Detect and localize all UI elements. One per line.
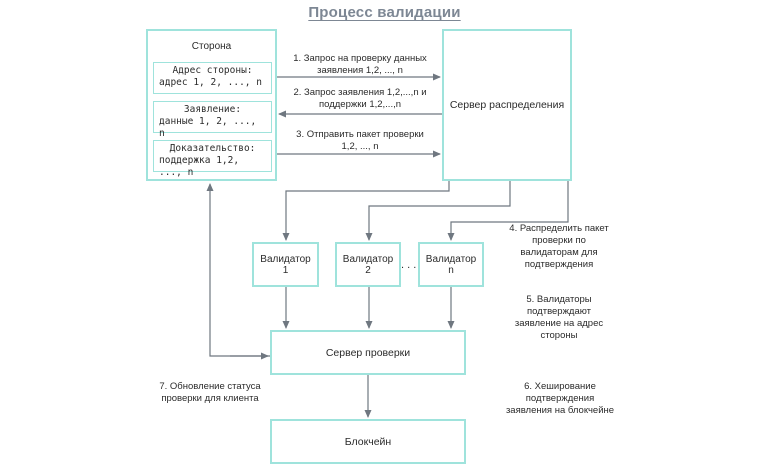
step-1-line-1: 1. Запрос на проверку данных bbox=[293, 53, 427, 64]
step-5-line-3: заявление на адрес bbox=[514, 318, 604, 329]
step-2-line-1: 2. Запрос заявления 1,2,...,n и bbox=[293, 87, 427, 98]
step-4-line-1: 4. Распределить пакет bbox=[509, 223, 609, 234]
validator-n-number: n bbox=[448, 264, 454, 276]
verification-server-box: Сервер проверки bbox=[270, 330, 466, 375]
step-2-label: 2. Запрос заявления 1,2,...,n и поддержк… bbox=[278, 87, 442, 111]
validator-n-label: Валидатор bbox=[425, 253, 477, 265]
validator-2-number: 2 bbox=[365, 264, 371, 276]
step-7-label: 7. Обновление статуса проверки для клиен… bbox=[140, 381, 280, 405]
step-4-line-4: подтверждения bbox=[524, 259, 594, 270]
party-title: Сторона bbox=[191, 41, 232, 52]
step-3-line-2: 1,2, ..., n bbox=[341, 141, 379, 152]
step-4-line-2: проверки по bbox=[532, 235, 586, 246]
party-address-value: адрес 1, 2, ..., n bbox=[159, 77, 262, 88]
step-1-line-2: заявления 1,2, ..., n bbox=[317, 65, 403, 76]
validator-1-box: Валидатор 1 bbox=[252, 242, 319, 287]
step-6-label: 6. Хеширование подтверждения заявления н… bbox=[482, 381, 638, 417]
step-5-line-2: подтверждают bbox=[526, 306, 592, 317]
verification-server-label: Сервер проверки bbox=[325, 346, 411, 359]
step-5-label: 5. Валидаторы подтверждают заявление на … bbox=[490, 294, 628, 342]
step-3-line-1: 3. Отправить пакет проверки bbox=[296, 129, 424, 140]
party-proof-label: Доказательство: bbox=[169, 143, 256, 154]
step-4-line-3: валидаторам для bbox=[520, 247, 598, 258]
step-4-label: 4. Распределить пакет проверки по валида… bbox=[490, 223, 628, 271]
party-statement-label: Заявление: bbox=[183, 104, 242, 115]
distribution-server-label: Сервер распределения bbox=[449, 99, 565, 111]
party-proof-field: Доказательство: поддержка 1,2, ..., n bbox=[153, 140, 272, 178]
step-7-line-1: 7. Обновление статуса bbox=[159, 381, 261, 392]
party-statement-value: данные 1, 2, ..., n bbox=[159, 116, 257, 139]
step-6-line-2: подтверждения bbox=[525, 393, 595, 404]
step-1-label: 1. Запрос на проверку данных заявления 1… bbox=[278, 53, 442, 77]
step-5-line-4: стороны bbox=[540, 330, 578, 341]
blockchain-label: Блокчейн bbox=[344, 435, 392, 448]
diagram-title: Процесс валидации bbox=[308, 4, 461, 21]
validators-ellipsis: . . . bbox=[401, 259, 417, 271]
party-box: Сторона Адрес стороны: адрес 1, 2, ..., … bbox=[146, 29, 277, 181]
step-6-line-1: 6. Хеширование bbox=[524, 381, 596, 392]
blockchain-box: Блокчейн bbox=[270, 419, 466, 464]
step-7-line-2: проверки для клиента bbox=[161, 393, 259, 404]
validator-1-label: Валидатор bbox=[260, 253, 311, 265]
party-statement-field: Заявление: данные 1, 2, ..., n bbox=[153, 101, 272, 139]
validator-2-box: Валидатор 2 bbox=[335, 242, 401, 287]
party-proof-value: поддержка 1,2, ..., n bbox=[159, 155, 240, 178]
step-6-line-3: заявления на блокчейне bbox=[505, 405, 615, 416]
validator-n-box: Валидатор n bbox=[418, 242, 484, 287]
step-2-line-2: поддержки 1,2,...,n bbox=[318, 99, 402, 110]
step-5-line-1: 5. Валидаторы bbox=[526, 294, 592, 305]
arrow-dist-to-validator-1 bbox=[282, 181, 450, 241]
distribution-server-box: Сервер распределения bbox=[442, 29, 572, 181]
arrow-verification-to-party bbox=[206, 183, 270, 357]
step-3-label: 3. Отправить пакет проверки 1,2, ..., n bbox=[278, 129, 442, 153]
validator-1-number: 1 bbox=[282, 264, 289, 276]
arrow-dist-to-validator-2 bbox=[365, 181, 511, 241]
arrow-dist-to-validator-n bbox=[447, 181, 569, 241]
party-address-field: Адрес стороны: адрес 1, 2, ..., n bbox=[153, 62, 272, 94]
party-address-label: Адрес стороны: bbox=[172, 65, 253, 76]
validator-2-label: Валидатор bbox=[342, 253, 394, 265]
